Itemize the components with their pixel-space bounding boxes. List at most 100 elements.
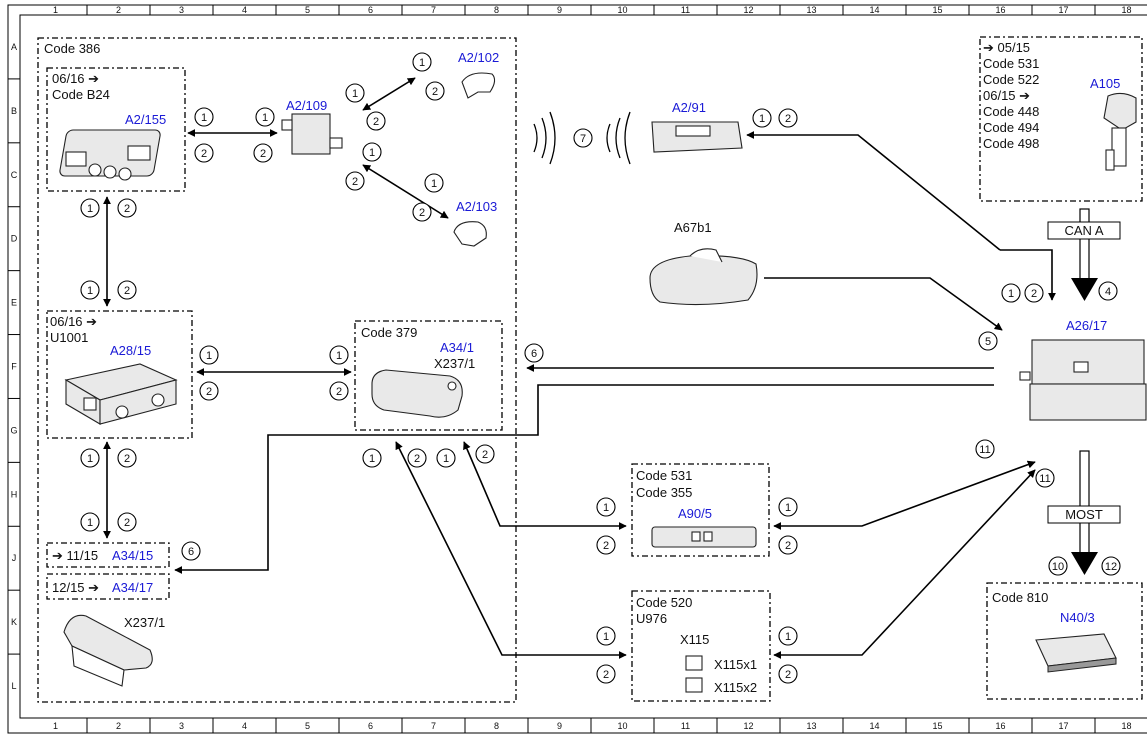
a2-91-label: A2/91	[672, 100, 706, 115]
n40-3-code: Code 810	[992, 590, 1048, 605]
svg-text:1: 1	[201, 112, 207, 124]
grid-row-label: B	[11, 106, 17, 116]
conn-marker: 1	[778, 497, 798, 517]
conn-marker: 11	[975, 439, 995, 459]
grid-column-label: 3	[179, 721, 184, 731]
svg-text:2: 2	[124, 203, 130, 215]
conn-marker: 2	[199, 381, 219, 401]
svg-text:4: 4	[1105, 286, 1111, 298]
x115-code2: U976	[636, 611, 667, 626]
svg-text:1: 1	[206, 350, 212, 362]
grid-column-label: 12	[743, 721, 753, 731]
wire-a26-17-a34-15	[174, 384, 994, 574]
a2-155-label: A2/155	[125, 112, 166, 127]
grid-column-label: 6	[368, 5, 373, 15]
svg-text:10: 10	[1052, 561, 1064, 573]
svg-text:2: 2	[124, 517, 130, 529]
grid-column-label: 4	[242, 5, 247, 15]
n40-3-label: N40/3	[1060, 610, 1095, 625]
wire-a67b1-a26-17	[764, 277, 1003, 331]
can-a-bus-label-box	[1047, 221, 1121, 240]
grid-column-label: 1	[53, 721, 58, 731]
svg-text:2: 2	[206, 386, 212, 398]
a105-date1: ➔ 05/15	[983, 40, 1030, 55]
x115x1-label: X115x1	[714, 657, 757, 672]
a2-155-module-icon	[59, 129, 161, 181]
a2-103-mirror-icon	[453, 221, 487, 247]
svg-text:1: 1	[785, 502, 791, 514]
conn-marker: 2	[1024, 283, 1044, 303]
grid-column-label: 5	[305, 5, 310, 15]
grid-column-label: 2	[116, 721, 121, 731]
grid-column-label: 18	[1121, 721, 1131, 731]
a26-17-head-unit-icon	[1019, 339, 1147, 421]
conn-marker: 6	[181, 541, 201, 561]
grid-row-label: A	[11, 42, 17, 52]
a28-15-label: A28/15	[110, 343, 151, 358]
conn-marker: 2	[596, 664, 616, 684]
a2-103-label: A2/103	[456, 199, 497, 214]
grid-column-label: 8	[494, 5, 499, 15]
conn-marker: 2	[117, 198, 137, 218]
svg-text:1: 1	[87, 517, 93, 529]
a26-17-label: A26/17	[1066, 318, 1107, 333]
a34-1-code: Code 379	[361, 325, 417, 340]
conn-marker: 2	[425, 81, 445, 101]
a34-15-box	[46, 542, 170, 568]
outer-frame	[7, 4, 1147, 734]
svg-text:1: 1	[759, 113, 765, 125]
x115-connector-icon	[685, 655, 703, 693]
grid-column-label: 7	[431, 5, 436, 15]
a34-1-telephone-icon	[371, 369, 463, 418]
can-a-bus-label: CAN A	[1064, 223, 1103, 238]
a2-155-code: Code B24	[52, 87, 110, 102]
svg-text:2: 2	[785, 113, 791, 125]
svg-text:2: 2	[260, 148, 266, 160]
a34-17-label: A34/17	[112, 580, 153, 595]
a105-code3: Code 448	[983, 104, 1039, 119]
grid-row-label: F	[11, 362, 17, 372]
wire-a2-109-a2-102	[362, 77, 416, 111]
a34-15-date: ➔ 11/15	[52, 548, 98, 563]
a2-109-label: A2/109	[286, 98, 327, 113]
conn-marker: 1	[596, 497, 616, 517]
conn-marker: 2	[407, 448, 427, 468]
conn-marker: 2	[253, 143, 273, 163]
svg-text:1: 1	[431, 178, 437, 190]
conn-marker: 1	[80, 198, 100, 218]
grid-row-label: L	[11, 681, 16, 691]
n40-3-amplifier-icon	[1035, 633, 1117, 673]
svg-text:2: 2	[785, 669, 791, 681]
conn-marker: 12	[1101, 556, 1121, 576]
a90-5-label: A90/5	[678, 506, 712, 521]
grid-row-label: C	[11, 170, 18, 180]
svg-text:1: 1	[262, 112, 268, 124]
grid-row-label: E	[11, 298, 17, 308]
a2-155-box	[46, 67, 186, 192]
conn-marker: 2	[366, 111, 386, 131]
wire-a26-17-a90-5	[773, 460, 1036, 530]
svg-text:2: 2	[352, 176, 358, 188]
svg-text:2: 2	[432, 86, 438, 98]
svg-text:1: 1	[87, 203, 93, 215]
a105-date2: 06/15 ➔	[983, 88, 1030, 103]
conn-marker: 10	[1048, 556, 1068, 576]
conn-marker: 11	[1035, 468, 1055, 488]
conn-marker: 1	[362, 448, 382, 468]
grid-column-label: 4	[242, 721, 247, 731]
a34-1-box	[354, 320, 503, 431]
conn-marker: 1	[329, 345, 349, 365]
grid-column-label: 9	[557, 5, 562, 15]
conn-marker: 2	[117, 280, 137, 300]
grid-column-label: 6	[368, 721, 373, 731]
conn-marker: 1	[778, 626, 798, 646]
conn-marker: 1	[436, 448, 456, 468]
grid-column-label: 17	[1058, 5, 1068, 15]
svg-text:1: 1	[603, 631, 609, 643]
wire-a34-1-x115	[395, 441, 627, 659]
conn-marker: 1	[1001, 283, 1021, 303]
n40-3-box	[986, 582, 1143, 700]
a90-5-usb-panel-icon	[651, 526, 757, 548]
